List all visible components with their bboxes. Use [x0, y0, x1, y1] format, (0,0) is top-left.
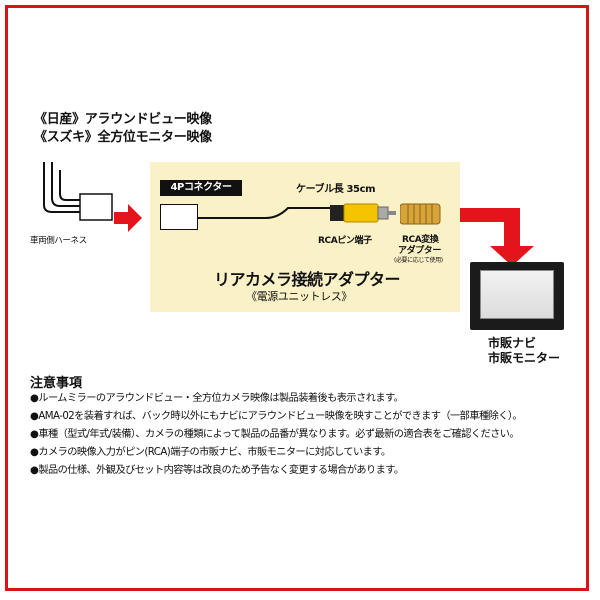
note-item: ●カメラの映像入力がピン(RCA)端子の市販ナビ、市販モニターに対応しています。 — [30, 447, 391, 458]
connector-label: 4Pコネクター — [160, 180, 242, 196]
monitor-label-1: 市販ナビ — [488, 336, 537, 350]
arrow-down-icon — [460, 208, 534, 266]
notes-title: 注意事項 — [30, 376, 83, 391]
note-item: ●ルームミラーのアラウンドビュー・全方位カメラ映像は製品装着後も表示されます。 — [30, 393, 404, 404]
arrow-right-icon — [114, 204, 142, 232]
cable-length-label: ケーブル長 35cm — [296, 184, 376, 195]
monitor-label-2: 市販モニター — [488, 351, 561, 365]
4p-connector — [160, 204, 198, 230]
rca-pin-label: RCAピン端子 — [318, 236, 372, 246]
rca-adapter-label-1: RCA変換 — [402, 235, 439, 245]
note-item: ●AMA-02を装着すれば、バック時以外にもナビにアラウンドビュー映像を映すこと… — [30, 411, 523, 422]
outer-border — [5, 5, 589, 591]
note-item: ●車種（型式/年式/装備）、カメラの種類によって製品の品番が異なります。必ず最新… — [30, 429, 520, 440]
vehicle-harness-icon — [43, 162, 113, 221]
rca-adapter-icon — [400, 203, 441, 225]
cable — [198, 207, 346, 219]
product-subtitle: 《電源ユニットレス》 — [246, 290, 352, 303]
header-suzuki: 《スズキ》全方位モニター映像 — [34, 130, 212, 145]
monitor-screen — [480, 270, 554, 319]
rca-adapter-label-2: アダプター — [398, 246, 442, 256]
rca-plug-icon — [330, 203, 396, 223]
harness-label: 車両側ハーネス — [30, 236, 87, 246]
rca-adapter-note: (必要に応じて使用) — [394, 257, 443, 264]
product-name: リアカメラ接続アダプター — [214, 270, 401, 289]
note-item: ●製品の仕様、外観及びセット内容等は改良のため予告なく変更する場合があります。 — [30, 465, 404, 476]
header-nissan: 《日産》アラウンドビュー映像 — [34, 112, 212, 127]
